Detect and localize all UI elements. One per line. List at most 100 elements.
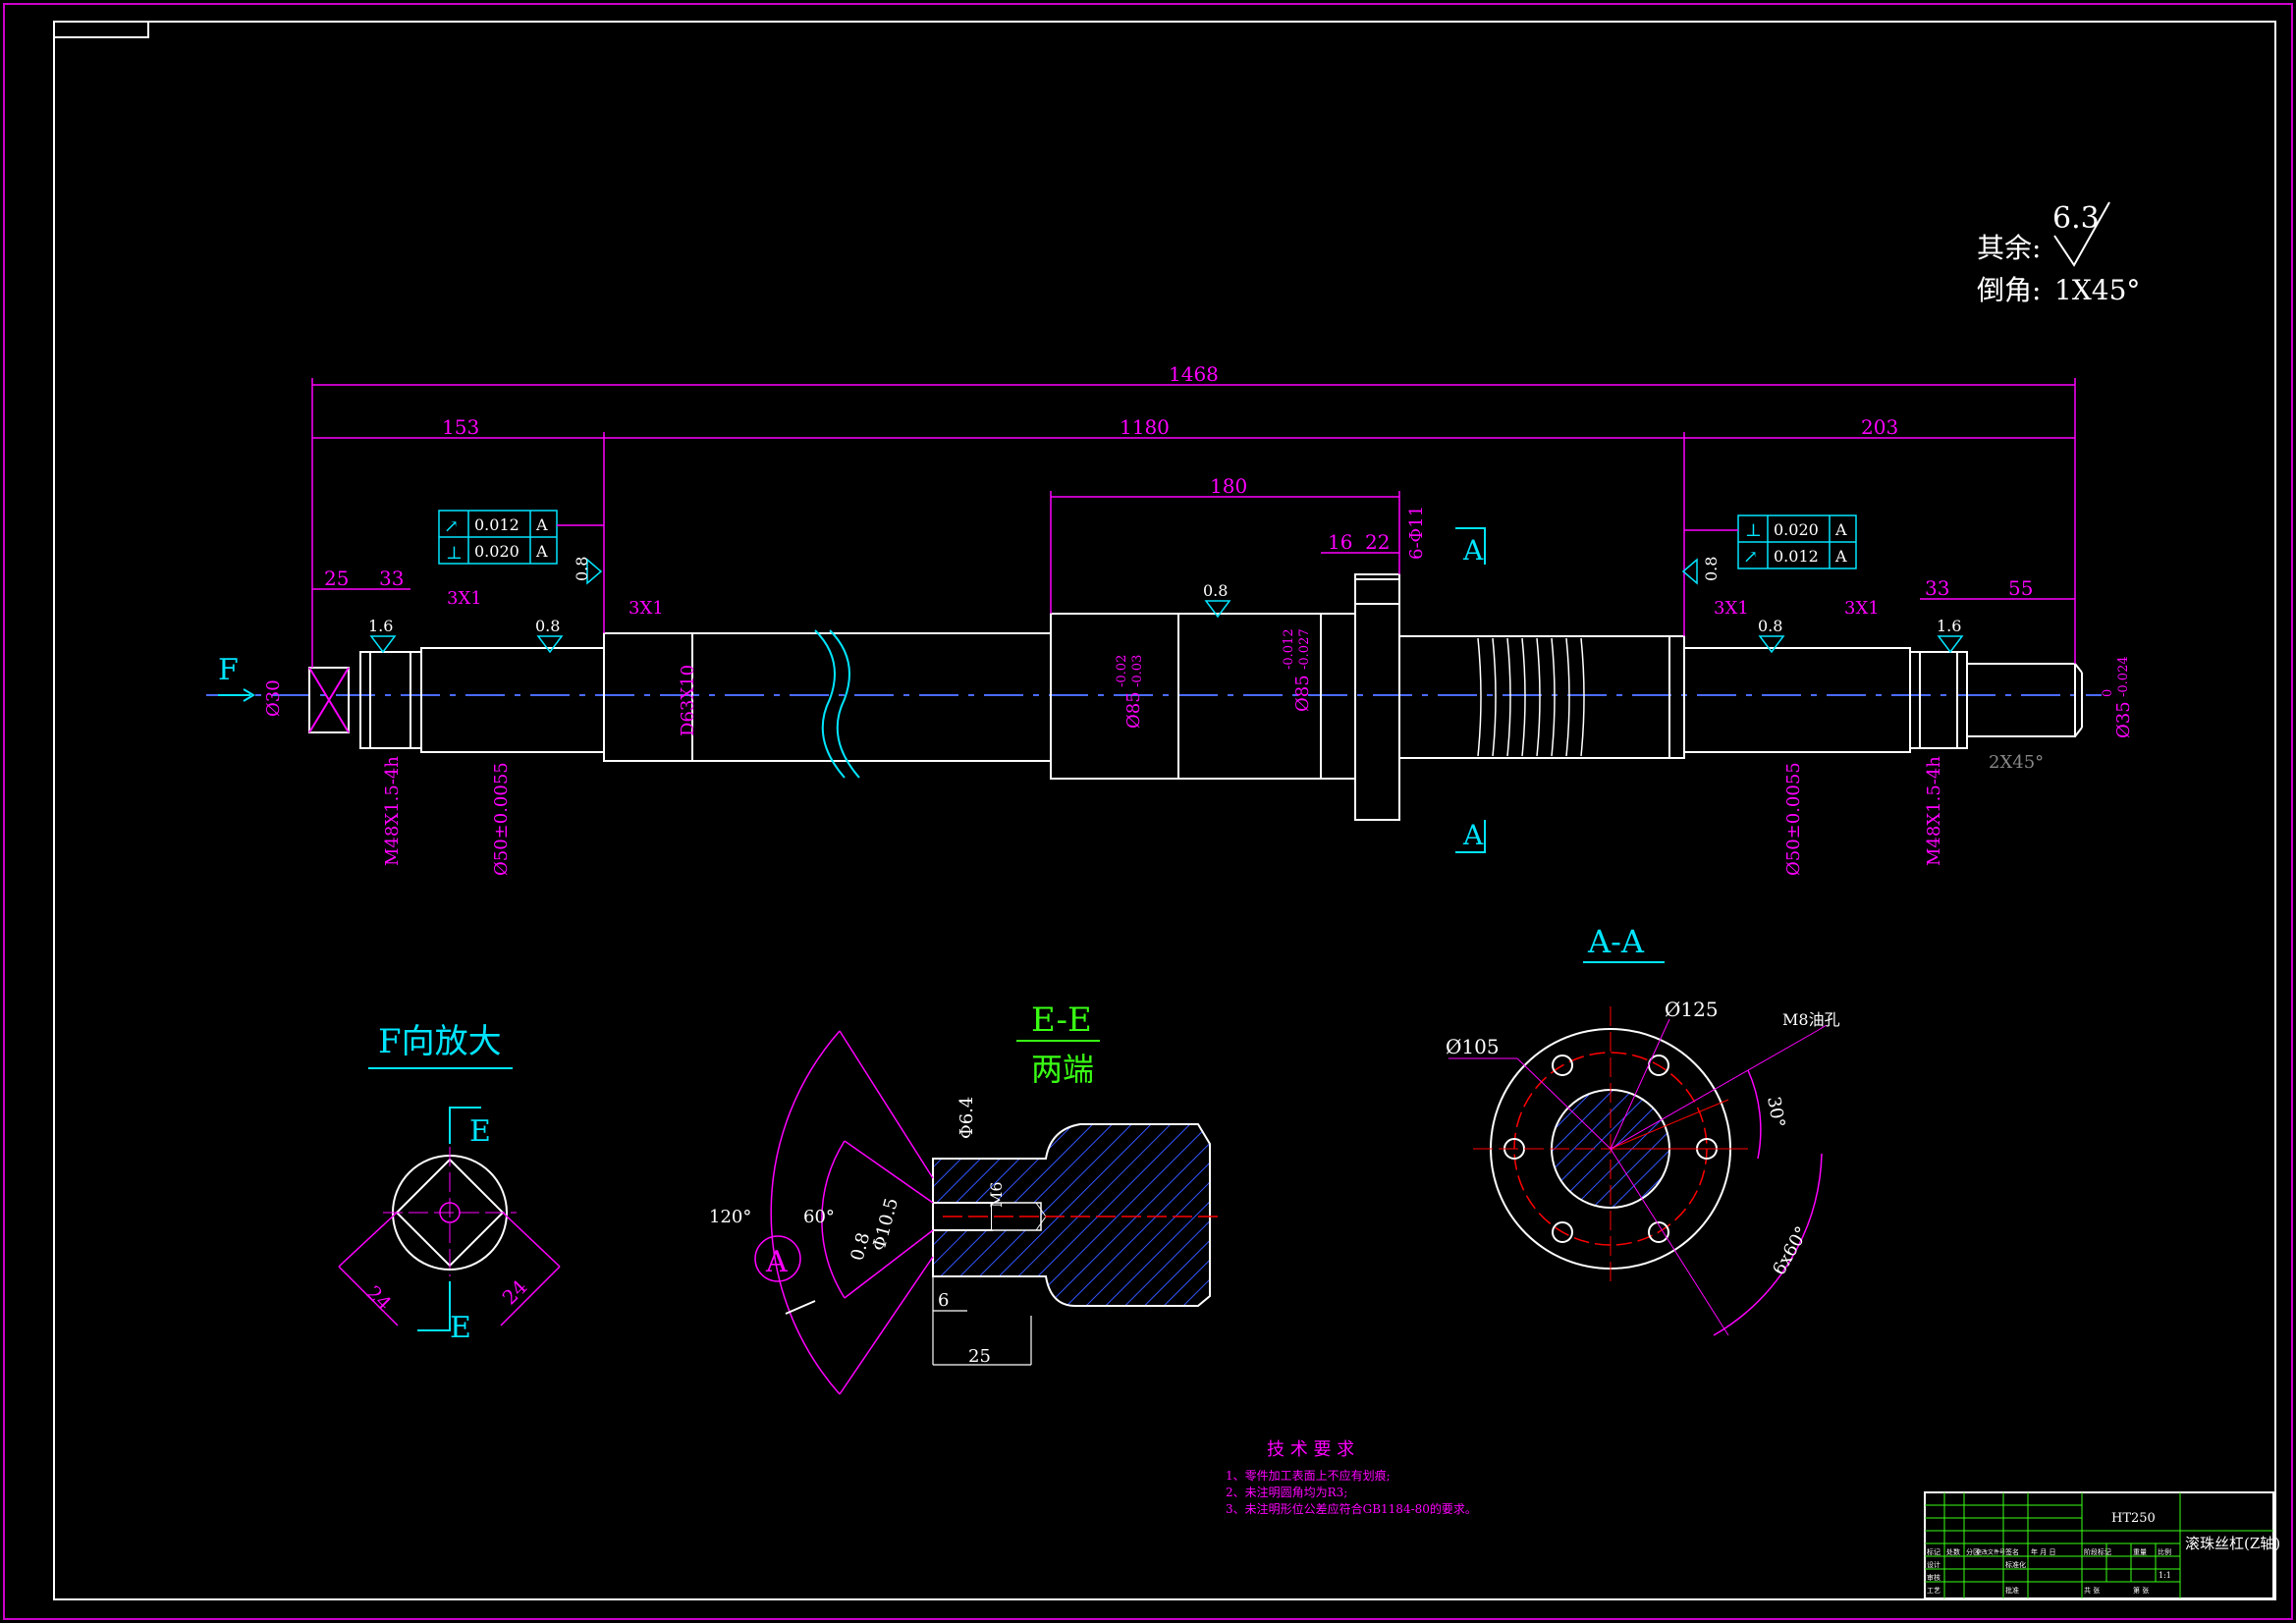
tol-left-datum-1: A — [535, 515, 548, 534]
dim-dia85-b-tol-lo: -0.027 — [1297, 628, 1312, 670]
roughness-r5: 0.8 — [573, 557, 591, 581]
dim-dia35-tol-up: 0 — [2101, 689, 2115, 697]
tol-right-value-1: 0.020 — [1774, 520, 1819, 539]
tech-req-line-1: 1、零件加工表面上不应有划痕; — [1226, 1468, 1391, 1483]
tech-req-line-3: 3、未注明形位公差应符合GB1184-80的要求。 — [1226, 1501, 1477, 1516]
title-cell-10: 重量 — [2133, 1548, 2147, 1556]
view-ee-callout-circle — [754, 1235, 801, 1282]
ee-section-body — [932, 1123, 1211, 1307]
title-scale: 1:1 — [2159, 1571, 2171, 1580]
dim-r-3x1-a: 3X1 — [1714, 598, 1749, 619]
roughness-symbol-icon — [2053, 201, 2110, 267]
view-aa: A-A Ø125 Ø105 M8油孔 30° 6x60° — [1446, 923, 1840, 1336]
tech-requirements: 技 术 要 求 1、零件加工表面上不应有划痕; 2、未注明圆角均为R3; 3、未… — [1226, 1439, 1477, 1516]
dim-dia30: Ø30 — [263, 679, 284, 717]
view-f-e-bottom: E — [450, 1311, 471, 1345]
roughness-r1: 1.6 — [368, 617, 393, 635]
break-line — [814, 629, 860, 779]
title-cell-7: 设计 — [1927, 1560, 1941, 1569]
view-ee-m6: M6 — [987, 1181, 1006, 1208]
tol-right-value-2: 0.012 — [1774, 547, 1819, 566]
view-aa-dia-105: Ø105 — [1446, 1035, 1500, 1058]
dim-holes: 6-Φ11 — [1406, 506, 1427, 560]
shaft-outline — [308, 573, 2083, 821]
dim-dia85-b-tol-up: -0.012 — [1282, 628, 1296, 670]
dim-overall: 1468 — [1169, 362, 1219, 386]
tol-right-symbol-1: ⊥ — [1745, 520, 1762, 541]
dim-right-seg: 203 — [1861, 415, 1898, 439]
title-cell-13: 工艺 — [1927, 1587, 1941, 1595]
dim-mid-seg: 1180 — [1120, 415, 1170, 439]
view-arrow-f-label: F — [218, 653, 239, 687]
title-cell-6: 年 月 日 — [2031, 1547, 2055, 1556]
dim-l25: 25 — [324, 567, 349, 590]
dim-d63: D63X10 — [678, 665, 698, 736]
main-view: 1468 153 1180 203 180 16 22 6-Φ11 25 33 … — [206, 362, 2134, 876]
dim-r55: 55 — [2008, 576, 2033, 600]
dim-l-3x1-a: 3X1 — [447, 588, 482, 609]
dim-dia50-right: Ø50±0.0055 — [1783, 762, 1804, 876]
tol-left-symbol-2: ⊥ — [446, 543, 463, 564]
dim-dia85-a-tol-lo: -0.03 — [1130, 655, 1145, 687]
title-cell-3: 分区 — [1966, 1547, 1980, 1556]
tol-left-symbol-1: ↗ — [444, 516, 459, 537]
roughness-r3: 0.8 — [1203, 581, 1228, 600]
chamfer-label: 倒角: — [1977, 274, 2041, 306]
view-ee-dim-6: 6 — [938, 1290, 949, 1311]
title-cell-15: 共 张 — [2084, 1586, 2100, 1595]
view-ee-dim-25: 25 — [968, 1346, 991, 1367]
view-ee-dia-64: Φ6.4 — [957, 1097, 977, 1139]
tol-left-value-1: 0.012 — [474, 515, 519, 534]
outer-border — [3, 3, 2293, 1620]
dim-l-3x1-b: 3X1 — [629, 598, 664, 619]
dim-thread-left: M48X1.5-4h — [382, 756, 403, 866]
title-cell-11: 比例 — [2158, 1547, 2171, 1556]
roughness-marks — [369, 558, 1964, 654]
tolerance-frame-right — [1684, 514, 1857, 569]
title-cell-14: 批准 — [2005, 1586, 2019, 1595]
tol-left-datum-2: A — [535, 542, 548, 561]
view-ee-subtitle: 两端 — [1031, 1051, 1094, 1088]
roughness-value: 6.3 — [2052, 201, 2100, 236]
view-f-title: F向放大 — [378, 1022, 502, 1061]
dim-dia85-b: Ø85 — [1292, 675, 1313, 712]
title-cell-5: 签名 — [2005, 1547, 2019, 1556]
dim-left-seg: 153 — [442, 415, 479, 439]
dim-nut-len: 180 — [1210, 474, 1247, 498]
title-block: HT250 滚珠丝杠(Z轴) 1:1 标记 处数 分区 更改文件号 签名 年 月… — [1924, 1491, 2280, 1599]
title-cell-2: 处数 — [1946, 1547, 1960, 1556]
roughness-label: 其余: — [1977, 232, 2041, 264]
section-a-top: A — [1462, 534, 1484, 567]
view-arrow-f-icon — [218, 688, 255, 702]
tol-right-symbol-2: ↗ — [1743, 547, 1758, 568]
section-a-bottom: A — [1462, 819, 1484, 851]
title-cell-8: 标准化 — [2005, 1560, 2026, 1569]
dim-dia85-a: Ø85 — [1123, 691, 1144, 729]
section-arrow-top-icon — [1455, 527, 1486, 565]
title-cell-16: 第 张 — [2133, 1586, 2149, 1595]
dim-chamfer-right: 2X45° — [1989, 752, 2044, 773]
dim-dia85-a-tol-up: -0.02 — [1115, 655, 1129, 687]
view-ee-angle-60: 60° — [803, 1207, 835, 1227]
tol-right-datum-2: A — [1834, 547, 1847, 566]
tech-req-line-2: 2、未注明圆角均为R3; — [1226, 1485, 1347, 1499]
title-cell-1: 标记 — [1927, 1547, 1941, 1556]
title-cell-4: 更改文件号 — [1976, 1548, 2005, 1556]
view-ee: E-E 两端 120° 60° Φ6.4 Φ10.5 M6 0.8 6 2 — [709, 1001, 1218, 1395]
roughness-r2: 0.8 — [535, 617, 560, 635]
dim-thread-right: M48X1.5-4h — [1924, 756, 1944, 866]
dim-r33: 33 — [1925, 576, 1949, 600]
roughness-r6: 0.8 — [1702, 557, 1721, 581]
title-cell-9: 阶段标记 — [2084, 1547, 2111, 1556]
view-aa-dia-125: Ø125 — [1665, 998, 1719, 1021]
tolerance-frame-left — [438, 510, 604, 565]
screw-thread — [1477, 637, 1585, 757]
title-material: HT250 — [2111, 1511, 2156, 1526]
drawing-frame — [53, 21, 2276, 1600]
chamfer-value: 1X45° — [2054, 274, 2140, 306]
dim-flange-16: 16 — [1328, 530, 1352, 554]
general-notes: 其余: 6.3 倒角: 1X45° — [1977, 201, 2140, 306]
view-aa-oil-hole: M8油孔 — [1782, 1010, 1840, 1029]
title-cell-12: 审核 — [1927, 1573, 1941, 1582]
